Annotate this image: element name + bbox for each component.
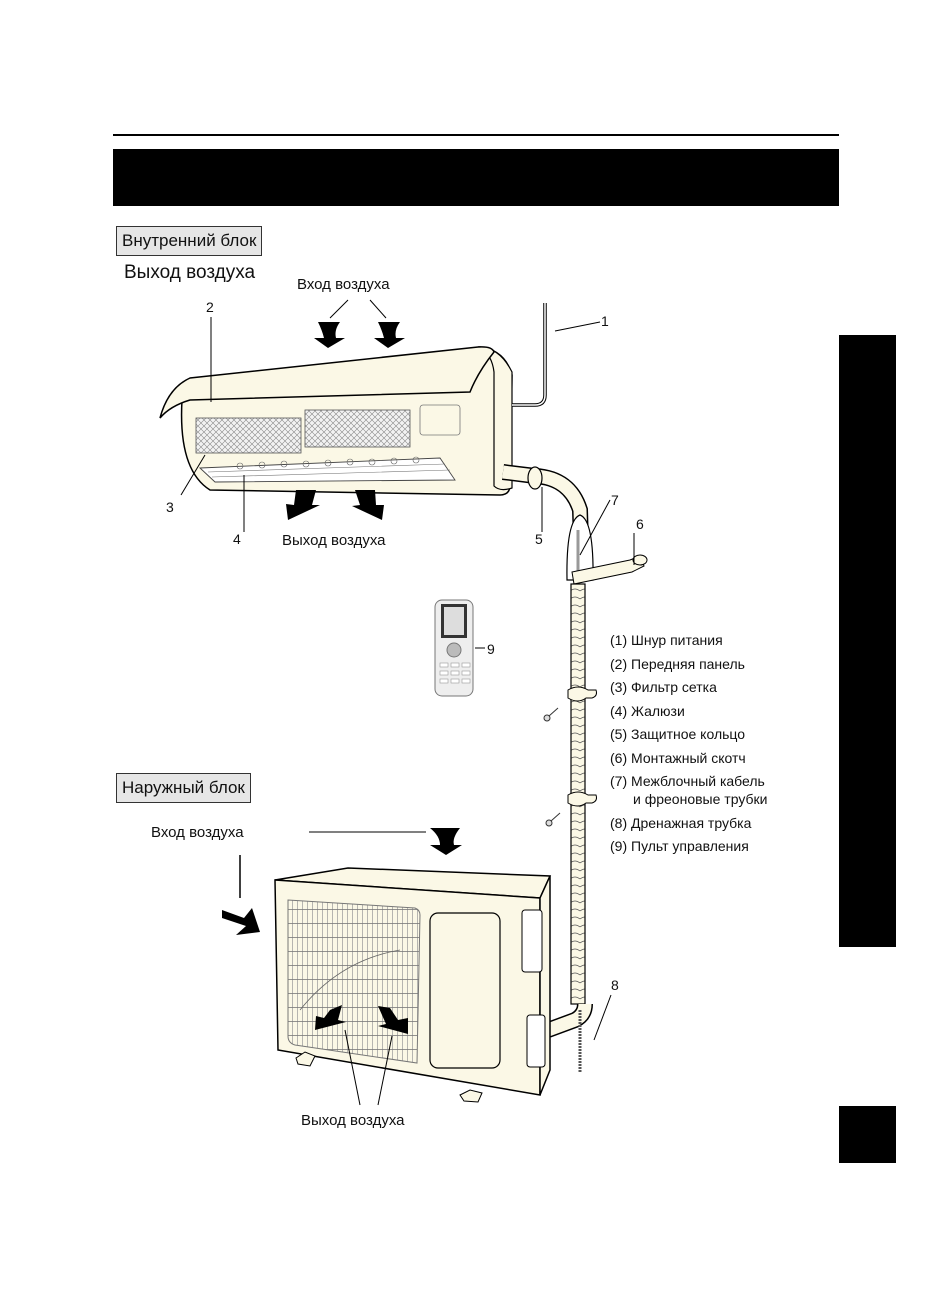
filter-mesh-right xyxy=(304,409,411,448)
louvers xyxy=(198,457,456,483)
page-number-box xyxy=(839,1106,896,1163)
outdoor-air-inlet-label: Вход воздуха xyxy=(151,824,244,841)
protective-ring xyxy=(527,466,543,490)
legend-item-continued: и фреоновые трубки xyxy=(633,791,768,807)
interconnect-cable xyxy=(566,514,594,581)
pipe-clamps xyxy=(567,686,597,807)
callout-6: 6 xyxy=(636,516,644,532)
outdoor-unit-section-label: Наружный блок xyxy=(116,773,251,803)
remote-control xyxy=(434,599,474,697)
callout-leaders xyxy=(180,317,635,1041)
power-cord xyxy=(512,303,547,407)
indoor-air-inlet-arrows xyxy=(314,322,405,348)
callout-5: 5 xyxy=(535,531,543,547)
callout-8: 8 xyxy=(611,977,619,993)
legend-item: (4) Жалюзи xyxy=(610,702,685,719)
parts-legend: (1) Шнур питания (2) Передняя панель (3)… xyxy=(610,630,767,860)
callout-2: 2 xyxy=(206,299,214,315)
service-panel xyxy=(429,912,501,1069)
indoor-air-outlet-arrows xyxy=(286,490,384,520)
legend-item: (7) Межблочный кабель xyxy=(610,773,765,789)
callout-3: 3 xyxy=(166,499,174,515)
legend-item: (5) Защитное кольцо xyxy=(610,726,746,742)
legend-item: (2) Передняя панель xyxy=(610,655,745,672)
legend-item: (8) Дренажная трубка xyxy=(610,814,752,831)
indoor-unit-section-label: Внутренний блок xyxy=(116,226,263,256)
screws xyxy=(543,707,561,827)
top-rule xyxy=(113,134,839,136)
callout-4: 4 xyxy=(233,531,241,547)
outdoor-air-outlet-label: Выход воздуха xyxy=(301,1112,405,1129)
legend-item: (3) Фильтр сетка xyxy=(610,679,717,695)
outdoor-air-arrows xyxy=(222,828,462,1034)
front-panel xyxy=(159,346,495,419)
condenser-grille xyxy=(287,899,421,1064)
filter-mesh-left xyxy=(195,417,302,454)
callout-9: 9 xyxy=(487,641,495,657)
indoor-unit xyxy=(159,346,513,496)
callout-1: 1 xyxy=(601,313,609,329)
legend-item: (9) Пульт управления xyxy=(610,838,749,854)
legend-item: (1) Шнур питания xyxy=(610,632,723,648)
legend-item: (6) Монтажный скотч xyxy=(610,749,746,766)
indoor-air-outlet-label: Выход воздуха xyxy=(282,532,386,549)
indoor-air-inlet-label: Вход воздуха xyxy=(297,276,390,293)
callout-7: 7 xyxy=(611,492,619,508)
indoor-outlet-heading: Выход воздуха xyxy=(124,262,256,283)
header-bar xyxy=(113,149,839,206)
outdoor-unit xyxy=(274,867,552,1103)
side-tab xyxy=(839,335,896,947)
